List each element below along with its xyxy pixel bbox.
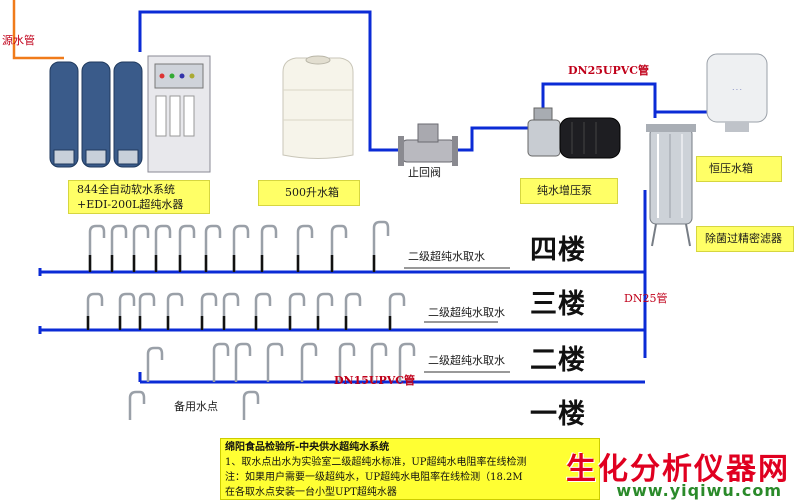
faucets-4f-risers bbox=[88, 255, 376, 272]
floor-3-label: 三楼 bbox=[530, 289, 586, 320]
notes-line-1: 1、取水点出水为实验室二级超纯水标准，UP超纯水电阻率在线检测 bbox=[225, 457, 527, 468]
source-pipe-line bbox=[12, 0, 64, 60]
pressure-tank-label-box: 恒压水箱 bbox=[696, 156, 782, 182]
notes-title: 绵阳食品检验所-中央供水超纯水系统 bbox=[225, 442, 390, 453]
water-tank-500l bbox=[282, 55, 354, 159]
check-valve bbox=[398, 123, 458, 166]
floor-1-label: 一楼 bbox=[530, 399, 586, 430]
svg-text:· · ·: · · · bbox=[732, 87, 742, 94]
booster-pump-label-box: 纯水增压泵 bbox=[520, 178, 618, 204]
faucets-1f bbox=[128, 390, 260, 420]
booster-pump bbox=[527, 107, 621, 159]
tap-3f-label: 二级超纯水取水 bbox=[428, 306, 505, 319]
dn15-upvc-label: DN15UPVC管 bbox=[334, 374, 416, 387]
edi-unit bbox=[147, 55, 211, 173]
precision-filter bbox=[646, 124, 696, 247]
filter-label-box: 除菌过精密滤器 bbox=[696, 226, 794, 252]
pressure-tank-label: 恒压水箱 bbox=[709, 162, 753, 175]
tank-500-label: 500升水箱 bbox=[285, 186, 339, 199]
notes-line-2: 注：如果用户需要一级超纯水，UP超纯水电阻率在线检测（18.2M bbox=[225, 472, 523, 483]
tap-2f-label: 二级超纯水取水 bbox=[428, 354, 505, 367]
watermark-brand: 生化分析仪器网 bbox=[566, 452, 790, 487]
watermark-url: www.yiqiwu.com bbox=[616, 481, 782, 500]
tank-500-label-box: 500升水箱 bbox=[258, 180, 360, 206]
blue-main-pipes bbox=[38, 10, 712, 384]
faucets-4f bbox=[88, 220, 390, 272]
dn25-label: DN25管 bbox=[624, 292, 668, 305]
softener-label-line2: +EDI-200L超纯水器 bbox=[77, 198, 184, 211]
notes-box: 绵阳食品检验所-中央供水超纯水系统 1、取水点出水为实验室二级超纯水标准，UP超… bbox=[220, 438, 600, 500]
source-pipe-label: 源水管 bbox=[2, 34, 35, 47]
floor-2-label: 二楼 bbox=[530, 345, 586, 376]
softener-system bbox=[49, 61, 143, 168]
callout-lines bbox=[404, 267, 510, 373]
faucets-3f bbox=[86, 292, 406, 330]
booster-pump-label: 纯水增压泵 bbox=[537, 184, 592, 197]
softener-label-box: 844全自动软水系统 +EDI-200L超纯水器 bbox=[68, 180, 210, 214]
floor-4-label: 四楼 bbox=[530, 235, 586, 266]
spare-point-label: 备用水点 bbox=[174, 400, 218, 413]
notes-line-3: 在各取水点安装一台小型UPT超纯水器 bbox=[225, 487, 397, 498]
check-valve-label: 止回阀 bbox=[408, 166, 441, 179]
pressure-tank: · · · bbox=[706, 53, 768, 132]
dn25-upvc-label: DN25UPVC管 bbox=[568, 64, 650, 77]
softener-label-line1: 844全自动软水系统 bbox=[77, 183, 175, 196]
faucets-3f-risers bbox=[86, 316, 392, 330]
filter-label: 除菌过精密滤器 bbox=[705, 232, 782, 245]
tap-4f-label: 二级超纯水取水 bbox=[408, 250, 485, 263]
faucets-2f bbox=[146, 342, 416, 382]
